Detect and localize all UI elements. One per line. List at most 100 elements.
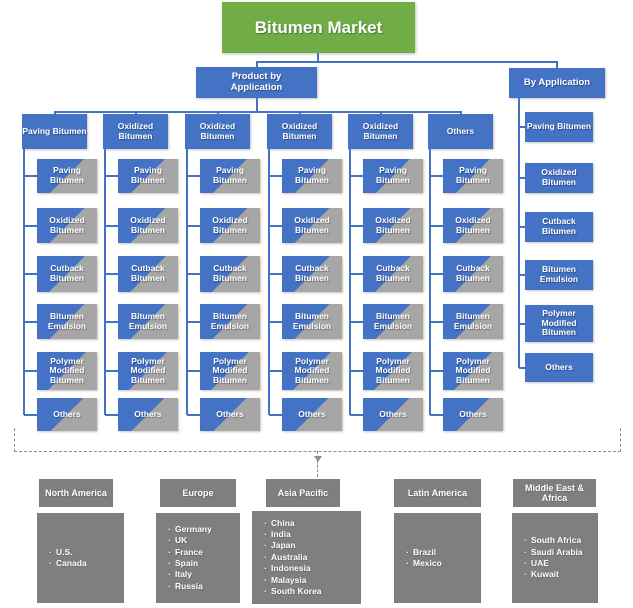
application-segment: Oxidized Bitumen xyxy=(525,163,593,193)
connector-line xyxy=(24,370,37,372)
bullet-icon xyxy=(260,575,271,586)
dashed-connector xyxy=(620,428,621,452)
product-segment: Oxidized Bitumen xyxy=(443,208,503,243)
connector-line xyxy=(519,226,525,228)
product-segment: Paving Bitumen xyxy=(443,159,503,193)
application-segment: Polymer Modified Bitumen xyxy=(525,305,593,342)
country-label: Japan xyxy=(271,540,296,551)
product-segment: Bitumen Emulsion xyxy=(118,304,178,339)
application-segment: Bitumen Emulsion xyxy=(525,260,593,290)
by-application-header: By Application xyxy=(509,68,605,98)
country-label: China xyxy=(271,517,295,528)
product-segment: Paving Bitumen xyxy=(200,159,260,193)
connector-line xyxy=(187,224,200,227)
connector-line xyxy=(430,224,443,227)
market-title: Bitumen Market xyxy=(222,2,415,53)
country-item: India xyxy=(260,529,359,540)
connector-line xyxy=(350,224,363,227)
country-label: U.S. xyxy=(56,546,73,557)
country-item: Italy xyxy=(164,569,238,580)
application-segment: Others xyxy=(525,353,593,382)
connector-line xyxy=(519,274,525,276)
product-segment: Bitumen Emulsion xyxy=(443,304,503,339)
connector-line xyxy=(24,320,37,323)
bullet-icon xyxy=(260,518,271,529)
connector-line xyxy=(349,149,351,415)
connector-line xyxy=(256,98,258,112)
connector-line xyxy=(429,149,431,415)
connector-line xyxy=(105,413,118,416)
product-segment: Bitumen Emulsion xyxy=(37,304,97,339)
country-label: Kuwait xyxy=(531,569,559,580)
connector-line xyxy=(460,111,462,116)
product-segment: Oxidized Bitumen xyxy=(363,208,423,243)
connector-line xyxy=(105,320,118,323)
product-segment: Cutback Bitumen xyxy=(282,256,342,292)
connector-line xyxy=(187,370,200,372)
product-column-header: Oxidized Bitumen xyxy=(267,114,332,149)
region-header-north-america: North America xyxy=(39,479,113,507)
connector-line xyxy=(186,149,188,415)
region-countries-middle-east-africa: South AfricaSaudi ArabiaUAEKuwait xyxy=(512,513,598,603)
arrow-down-icon xyxy=(314,456,322,462)
connector-line xyxy=(269,175,282,177)
country-label: Spain xyxy=(175,558,199,568)
product-segment: Oxidized Bitumen xyxy=(200,208,260,243)
bullet-icon xyxy=(402,558,413,569)
country-item: UAE xyxy=(520,558,596,569)
country-label: UK xyxy=(175,535,188,546)
country-item: Japan xyxy=(260,540,359,551)
connector-line xyxy=(105,224,118,227)
country-item: Russia xyxy=(164,581,238,592)
country-item: Canada xyxy=(45,558,122,569)
connector-line xyxy=(519,126,525,128)
connector-line xyxy=(350,175,363,177)
connector-line xyxy=(518,98,520,368)
product-column-header: Oxidized Bitumen xyxy=(185,114,250,149)
bullet-icon xyxy=(45,558,56,569)
connector-line xyxy=(519,177,525,179)
country-item: Spain xyxy=(164,558,238,569)
bullet-icon xyxy=(260,586,271,597)
country-item: UK xyxy=(164,535,238,546)
bullet-icon xyxy=(520,547,531,558)
product-segment: Oxidized Bitumen xyxy=(282,208,342,243)
bullet-icon xyxy=(164,535,175,546)
product-segment: Polymer Modified Bitumen xyxy=(37,352,97,390)
bullet-icon xyxy=(520,535,531,546)
country-item: U.S. xyxy=(45,547,122,558)
bullet-icon xyxy=(164,558,175,569)
product-segment: Others xyxy=(37,398,97,431)
product-segment: Polymer Modified Bitumen xyxy=(118,352,178,390)
product-column-header: Oxidized Bitumen xyxy=(103,114,168,149)
region-header-middle-east-africa: Middle East & Africa xyxy=(513,479,596,507)
product-segment: Others xyxy=(282,398,342,431)
bullet-icon xyxy=(164,547,175,558)
bullet-icon xyxy=(164,581,175,592)
connector-line xyxy=(519,366,525,369)
product-segment: Others xyxy=(118,398,178,431)
country-label: France xyxy=(175,546,203,557)
product-segment: Cutback Bitumen xyxy=(363,256,423,292)
connector-line xyxy=(187,413,200,416)
product-segment: Cutback Bitumen xyxy=(37,256,97,292)
country-item: Mexico xyxy=(402,558,479,569)
product-segment: Paving Bitumen xyxy=(37,159,97,193)
region-countries-latin-america: BrazilMexico xyxy=(394,513,481,603)
product-segment: Polymer Modified Bitumen xyxy=(443,352,503,390)
connector-line xyxy=(350,413,363,416)
country-label: Indonesia xyxy=(271,563,311,574)
connector-line xyxy=(269,320,282,323)
connector-line xyxy=(519,322,525,325)
country-item: Saudi Arabia xyxy=(520,547,596,558)
connector-line xyxy=(317,53,319,62)
product-segment: Polymer Modified Bitumen xyxy=(282,352,342,390)
product-segment: Cutback Bitumen xyxy=(443,256,503,292)
region-header-europe: Europe xyxy=(160,479,236,507)
country-item: South Korea xyxy=(260,586,359,597)
bullet-icon xyxy=(520,569,531,580)
country-item: Indonesia xyxy=(260,563,359,574)
connector-line xyxy=(105,370,118,372)
country-label: Mexico xyxy=(413,558,442,568)
